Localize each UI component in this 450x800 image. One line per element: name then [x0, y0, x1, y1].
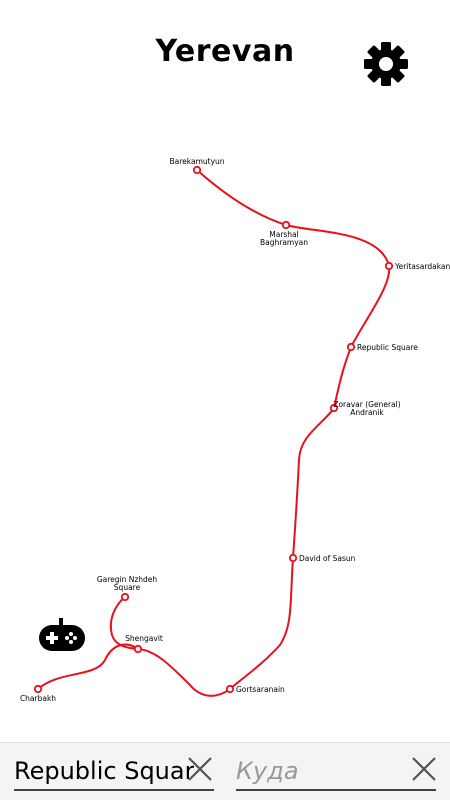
clear-from-button[interactable]	[186, 755, 214, 783]
to-station-input[interactable]	[236, 755, 416, 787]
station-barekamutyun[interactable]: Barekamutyun	[169, 157, 225, 175]
station-label: Square	[114, 583, 141, 592]
station-marker[interactable]	[288, 553, 298, 563]
station-marker[interactable]	[133, 644, 143, 654]
station-marker[interactable]	[120, 592, 130, 602]
station-label: Barekamutyun	[169, 157, 224, 166]
station-label: Andranik	[350, 408, 384, 417]
page-title: Yerevan	[155, 34, 295, 69]
settings-button[interactable]	[362, 40, 410, 88]
main-line-path	[109, 169, 391, 697]
station-zoravar-andranik[interactable]: Zoravar (General) Andranik	[329, 400, 401, 417]
station-marker[interactable]	[346, 342, 356, 352]
station-label: Yeritasardakan	[394, 262, 450, 271]
from-station-input[interactable]	[14, 755, 194, 787]
station-gortsaranain[interactable]: Gortsaranain	[225, 684, 285, 694]
station-label: Gortsaranain	[236, 685, 285, 694]
station-shengavit[interactable]: Shengavit	[125, 634, 163, 654]
station-charbakh[interactable]: Charbakh	[20, 684, 56, 703]
station-marker[interactable]	[384, 261, 394, 271]
station-label: Shengavit	[125, 634, 163, 643]
station-garegin-nzhdeh-square[interactable]: Garegin Nzhdeh Square	[97, 575, 158, 602]
station-label: Garegin Nzhdeh	[97, 575, 158, 584]
station-label: David of Sasun	[299, 554, 356, 563]
station-marker[interactable]	[281, 220, 291, 230]
gear-icon	[364, 42, 408, 86]
station-marker[interactable]	[192, 165, 202, 175]
station-label: Baghramyan	[260, 238, 308, 247]
station-marker[interactable]	[225, 684, 235, 694]
metro-map: Barekamutyun Marshal Baghramyan Yeritasa…	[0, 110, 450, 740]
gamepad-icon	[39, 618, 85, 651]
clear-to-button[interactable]	[410, 755, 438, 783]
station-marshal-baghramyan[interactable]: Marshal Baghramyan	[260, 220, 308, 247]
close-icon	[412, 757, 436, 781]
station-marker[interactable]	[33, 684, 43, 694]
to-field-container	[236, 751, 436, 791]
station-yeritasardakan[interactable]: Yeritasardakan	[384, 261, 450, 271]
station-label: Zoravar (General)	[333, 400, 400, 409]
metro-map-svg: Barekamutyun Marshal Baghramyan Yeritasa…	[20, 157, 450, 703]
game-button[interactable]	[38, 618, 86, 652]
station-republic-square[interactable]: Republic Square	[346, 342, 418, 352]
station-label: Marshal	[269, 230, 299, 239]
metro-line	[37, 169, 391, 697]
from-field-container	[14, 751, 214, 791]
close-icon	[188, 757, 212, 781]
route-bar	[0, 742, 450, 800]
station-marker[interactable]	[329, 403, 339, 413]
station-david-of-sasun[interactable]: David of Sasun	[288, 553, 356, 563]
header: Yerevan	[0, 0, 450, 110]
station-label: Charbakh	[20, 694, 56, 703]
station-label: Republic Square	[357, 343, 418, 352]
branch-line-path	[37, 643, 139, 690]
